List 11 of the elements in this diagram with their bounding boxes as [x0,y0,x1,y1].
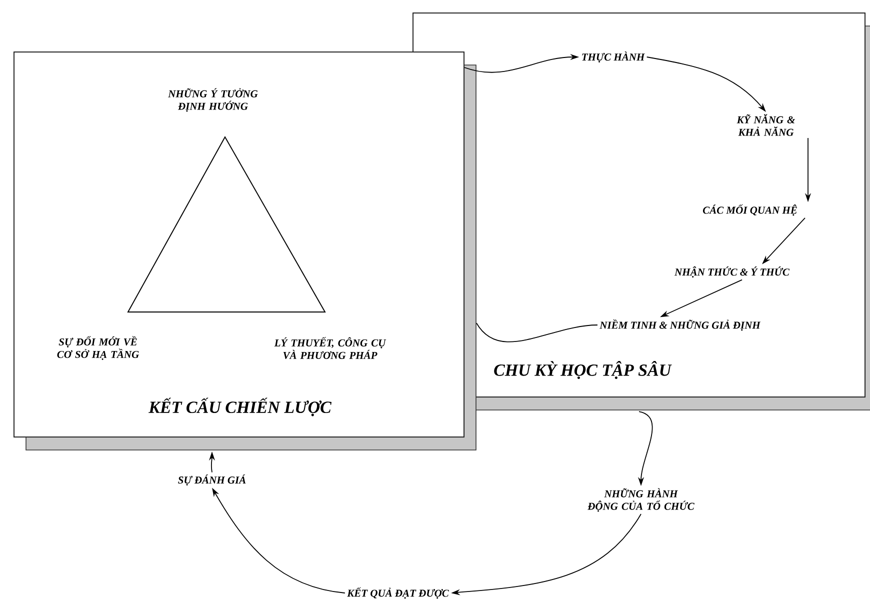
step-label: THỰC HÀNH [582,51,645,63]
vertex-label: NHỮNG Ý TƯỞNG ĐỊNH HƯỚNG [168,88,258,112]
step-label: CÁC MỐI QUAN HỆ [702,204,797,216]
step-label: NIỀM TINH & NHỮNG GIẢ ĐỊNH [600,319,761,331]
step-label: SỰ ĐÁNH GIÁ [178,474,246,486]
vertex-label: LÝ THUYẾT, CÔNG CỤ VÀ PHƯƠNG PHÁP [274,337,386,359]
step-label: KẾT QUẢ ĐẠT ĐƯỢC [347,587,449,599]
step-label: KỸ NĂNG & KHẢ NĂNG [736,114,796,136]
step-label: NHỮNG HÀNH ĐỘNG CỦA TỔ CHỨC [588,488,694,512]
vertex-label: SỰ ĐỔI MỚI VỀ CƠ SỞ HẠ TẦNG [57,336,139,360]
step-label: NHẬN THỨC & Ý THỨC [674,266,790,278]
